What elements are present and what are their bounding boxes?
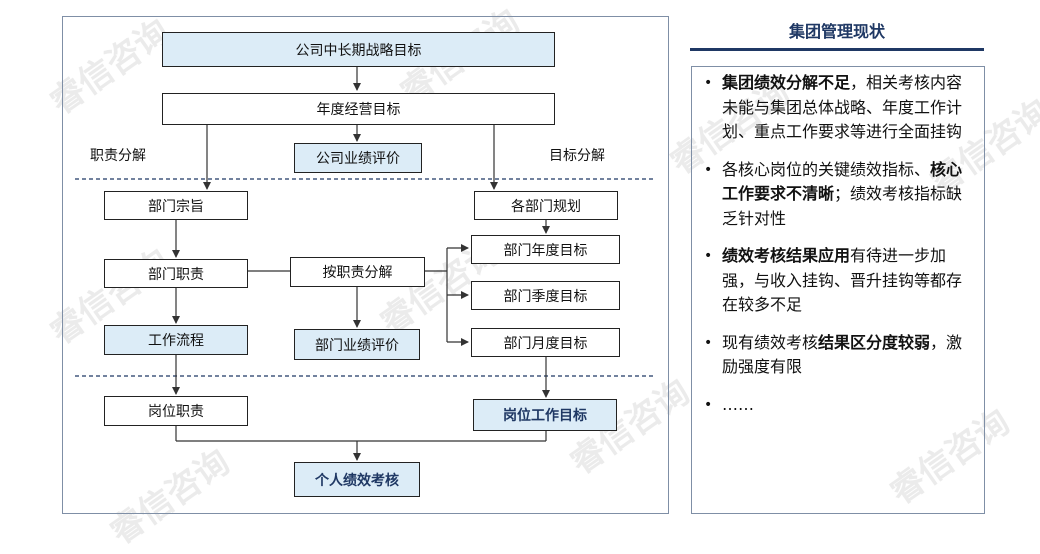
bullet-icon: • bbox=[704, 334, 713, 351]
connector-lines bbox=[75, 67, 655, 461]
status-panel: • 集团绩效分解不足，相关考核内容未能与集团总体战略、年度工作计划、重点工作要求… bbox=[691, 66, 985, 514]
by-duty-decompose-box: 按职责分解 bbox=[290, 257, 425, 287]
dept-annual-goal-box: 部门年度目标 bbox=[471, 235, 620, 264]
dept-perf-eval-box: 部门业绩评价 bbox=[294, 329, 420, 360]
dept-month-goal-box: 部门月度目标 bbox=[471, 328, 620, 357]
bullet-icon: • bbox=[704, 75, 713, 91]
work-process-box: 工作流程 bbox=[104, 325, 248, 355]
bullet-icon: • bbox=[704, 161, 713, 178]
issue-item: • 各核心岗位的关键绩效指标、核心工作要求不清晰；绩效考核指标缺乏针对性 bbox=[704, 158, 974, 232]
strategy-goal-box: 公司中长期战略目标 bbox=[162, 32, 555, 67]
panel-title: 集团管理现状 bbox=[788, 22, 885, 41]
position-duty-box: 岗位职责 bbox=[104, 396, 248, 426]
issue-item: • 集团绩效分解不足，相关考核内容未能与集团总体战略、年度工作计划、重点工作要求… bbox=[704, 71, 974, 145]
dept-purpose-box: 部门宗旨 bbox=[104, 191, 248, 220]
annual-goal-box: 年度经营目标 bbox=[162, 93, 555, 125]
panel-title-underline bbox=[690, 48, 984, 51]
issue-item: • 绩效考核结果应用有待进一步加强，与收入挂钩、晋升挂钩等都存在较多不足 bbox=[704, 244, 974, 318]
bullet-icon: • bbox=[704, 248, 713, 264]
bullet-icon: • bbox=[704, 396, 713, 413]
position-work-goal-box: 岗位工作目标 bbox=[473, 399, 617, 431]
dept-duty-box: 部门职责 bbox=[104, 259, 248, 288]
dept-plan-box: 各部门规划 bbox=[474, 191, 618, 220]
goal-decompose-label: 目标分解 bbox=[549, 148, 605, 164]
diagram-frame bbox=[62, 16, 669, 514]
company-perf-eval-box: 公司业绩评价 bbox=[294, 143, 422, 173]
dept-quarter-goal-box: 部门季度目标 bbox=[471, 281, 620, 310]
personal-perf-review-box: 个人绩效考核 bbox=[294, 462, 420, 497]
issue-item: • …… bbox=[704, 393, 974, 418]
issue-item: • 现有绩效考核结果区分度较弱，激励强度有限 bbox=[704, 331, 974, 380]
duty-decompose-label: 职责分解 bbox=[90, 148, 146, 164]
